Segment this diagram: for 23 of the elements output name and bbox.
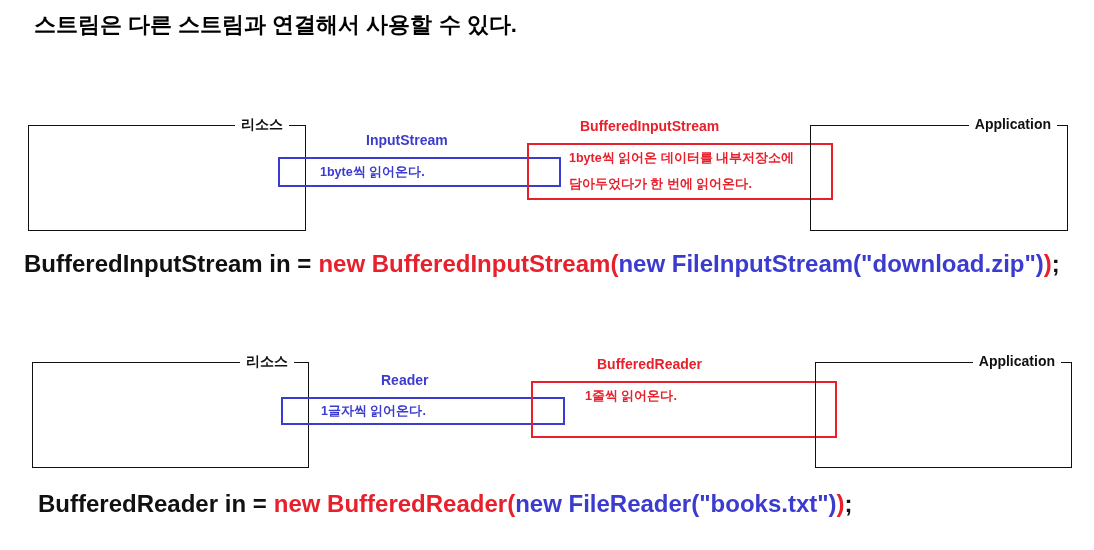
box-heading: Application xyxy=(968,116,1057,132)
box-heading: InputStream xyxy=(365,132,449,148)
box-heading: BufferedReader xyxy=(596,356,704,372)
box-description: 1줄씩 읽어온다. xyxy=(585,388,678,405)
box-description: 1글자씩 읽어온다. xyxy=(321,403,427,420)
box-heading: BufferedInputStream xyxy=(579,118,721,134)
code-text: BufferedInputStream in = xyxy=(24,250,312,278)
box-description: 1byte씩 읽어온다. xyxy=(320,164,426,181)
box-description: 1byte씩 읽어온 데이터를 내부저장소에 담아두었다가 한 번에 읽어온다. xyxy=(569,150,796,193)
box-heading: Reader xyxy=(380,372,430,388)
code-text: ) xyxy=(836,490,845,518)
heading: 스트림은 다른 스트림과 연결해서 사용할 수 있다. xyxy=(34,11,517,39)
code-text: new BufferedInputStream( xyxy=(318,250,619,278)
code-text: ; xyxy=(1051,250,1060,278)
code-text: new FileReader("books.txt") xyxy=(515,490,837,518)
box-heading: Application xyxy=(972,353,1061,369)
code-text: ) xyxy=(1043,250,1052,278)
code-text: new FileInputStream("download.zip") xyxy=(618,250,1044,278)
code-text: new BufferedReader( xyxy=(273,490,516,518)
box-heading: 리소스 xyxy=(235,116,289,134)
code-text: ; xyxy=(844,490,853,518)
code-text: BufferedReader in = xyxy=(38,490,267,518)
box-heading: 리소스 xyxy=(240,353,294,371)
